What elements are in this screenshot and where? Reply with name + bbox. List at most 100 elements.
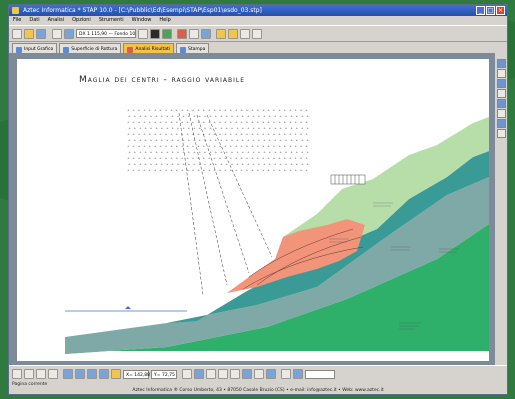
- grid-center-mark: +: [284, 120, 287, 124]
- grid-center-mark: +: [251, 132, 254, 136]
- zoom-extents-icon[interactable]: [48, 369, 58, 379]
- grid-center-mark: +: [149, 144, 152, 148]
- delete-tool-icon[interactable]: [496, 109, 506, 118]
- grid-icon[interactable]: [189, 28, 199, 39]
- drawing-title: Maglia dei centri - raggio variabile: [79, 75, 246, 85]
- pan-tool-icon[interactable]: [496, 69, 506, 78]
- undo-icon[interactable]: [240, 28, 250, 39]
- grid-center-mark: +: [203, 120, 206, 124]
- help-icon[interactable]: [201, 28, 211, 39]
- menu-analisi[interactable]: Analisi: [47, 17, 65, 23]
- grid-center-mark: +: [154, 168, 157, 172]
- grid-center-mark: +: [132, 132, 135, 136]
- grid-center-mark: +: [263, 126, 266, 130]
- zoom-out-icon[interactable]: [24, 369, 34, 379]
- grid-center-mark: +: [127, 168, 130, 172]
- hatch-icon[interactable]: [242, 369, 252, 379]
- grid-center-mark: +: [246, 120, 249, 124]
- grid-center-mark: +: [159, 120, 162, 124]
- grid-center-mark: +: [161, 138, 164, 142]
- ortho-icon[interactable]: [182, 369, 192, 379]
- snap-icon[interactable]: [111, 369, 121, 379]
- tab-label: Input Grafico: [24, 47, 54, 52]
- grid-center-mark: +: [300, 132, 303, 136]
- grid-center-mark: +: [230, 120, 233, 124]
- grid-center-mark: +: [154, 120, 157, 124]
- grid-center-mark: +: [269, 162, 272, 166]
- grid-center-mark: +: [258, 126, 261, 130]
- drawing-workspace[interactable]: Maglia dei centri - raggio variabile +++…: [9, 53, 497, 365]
- grid-center-mark: +: [176, 132, 179, 136]
- preview-icon[interactable]: [64, 28, 74, 39]
- grid-center-mark: +: [273, 156, 276, 160]
- new-file-icon[interactable]: [12, 28, 22, 39]
- properties-icon[interactable]: [293, 369, 303, 379]
- select-tool-icon[interactable]: [496, 59, 506, 68]
- print-icon[interactable]: [52, 28, 62, 39]
- measure-tool-icon[interactable]: [496, 89, 506, 98]
- title-bar[interactable]: Aztec Informatica * STAP 10.0 - [C:\Pubb…: [9, 5, 507, 16]
- layers-tool-icon[interactable]: [496, 119, 506, 128]
- bracket-left-icon[interactable]: [216, 28, 226, 39]
- grid-snap-icon[interactable]: [194, 369, 204, 379]
- draw-tool-icon[interactable]: [496, 79, 506, 88]
- close-button[interactable]: ×: [496, 6, 505, 15]
- grid-center-mark: +: [252, 114, 255, 118]
- color-icon[interactable]: [254, 369, 264, 379]
- zoom-in-icon[interactable]: [12, 369, 22, 379]
- grid-center-mark: +: [132, 168, 135, 172]
- arrow-down-icon[interactable]: [99, 369, 109, 379]
- grid-center-mark: +: [176, 108, 179, 112]
- tab-superficie-rottura[interactable]: Superficie di Rottura: [59, 43, 122, 55]
- maximize-button[interactable]: □: [486, 6, 495, 15]
- menu-opzioni[interactable]: Opzioni: [72, 17, 91, 23]
- y-coordinate-field[interactable]: Y= 72,75: [151, 369, 177, 379]
- drawing-page[interactable]: Maglia dei centri - raggio variabile +++…: [17, 59, 489, 361]
- text-icon[interactable]: [218, 369, 228, 379]
- tab-analisi-risultati[interactable]: Analisi Risultati: [123, 43, 174, 55]
- grid-center-mark: +: [296, 150, 299, 154]
- grid-center-mark: +: [231, 114, 234, 118]
- scale-field[interactable]: [305, 369, 335, 379]
- grid-center-mark: +: [143, 144, 146, 148]
- bracket-right-icon[interactable]: [228, 28, 238, 39]
- save-icon[interactable]: [36, 28, 46, 39]
- line-icon[interactable]: [206, 369, 216, 379]
- grid-center-mark: +: [294, 156, 297, 160]
- settings-tool-icon[interactable]: [496, 129, 506, 138]
- layer-icon[interactable]: [150, 28, 160, 39]
- minimize-button[interactable]: _: [476, 6, 485, 15]
- arrow-left-icon[interactable]: [63, 369, 73, 379]
- grid-center-mark: +: [193, 114, 196, 118]
- grid-center-mark: +: [213, 156, 216, 160]
- grid-center-mark: +: [247, 138, 250, 142]
- grid-center-mark: +: [186, 120, 189, 124]
- zoom-window-icon[interactable]: [36, 369, 46, 379]
- refresh-icon[interactable]: [281, 369, 291, 379]
- dimension-icon[interactable]: [230, 369, 240, 379]
- edit-tool-icon[interactable]: [496, 99, 506, 108]
- grid-center-mark: +: [230, 132, 233, 136]
- zoom-icon[interactable]: [138, 28, 148, 39]
- grid-center-mark: +: [127, 120, 130, 124]
- position-field[interactable]: DX 1 115,90 — Fondo 1000,72: [76, 29, 136, 38]
- menu-window[interactable]: Window: [131, 17, 152, 23]
- grid-center-mark: +: [278, 120, 281, 124]
- chart-icon[interactable]: [177, 28, 187, 39]
- menu-dati[interactable]: Dati: [29, 17, 40, 23]
- arrow-right-icon[interactable]: [75, 369, 85, 379]
- menu-file[interactable]: File: [13, 17, 22, 23]
- tab-input-grafico[interactable]: Input Grafico: [12, 43, 58, 55]
- printer-icon: [179, 46, 186, 53]
- grid-center-mark: +: [143, 168, 146, 172]
- tab-stampa[interactable]: Stampa: [175, 43, 210, 55]
- x-coordinate-field[interactable]: X= 142,88: [123, 369, 150, 379]
- open-file-icon[interactable]: [24, 28, 34, 39]
- grid-center-mark: +: [166, 138, 169, 142]
- menu-strumenti[interactable]: Strumenti: [98, 17, 124, 23]
- layer-manager-icon[interactable]: [266, 369, 276, 379]
- redo-icon[interactable]: [252, 28, 262, 39]
- menu-help[interactable]: Help: [159, 17, 171, 23]
- globe-icon[interactable]: [162, 28, 172, 39]
- arrow-up-icon[interactable]: [87, 369, 97, 379]
